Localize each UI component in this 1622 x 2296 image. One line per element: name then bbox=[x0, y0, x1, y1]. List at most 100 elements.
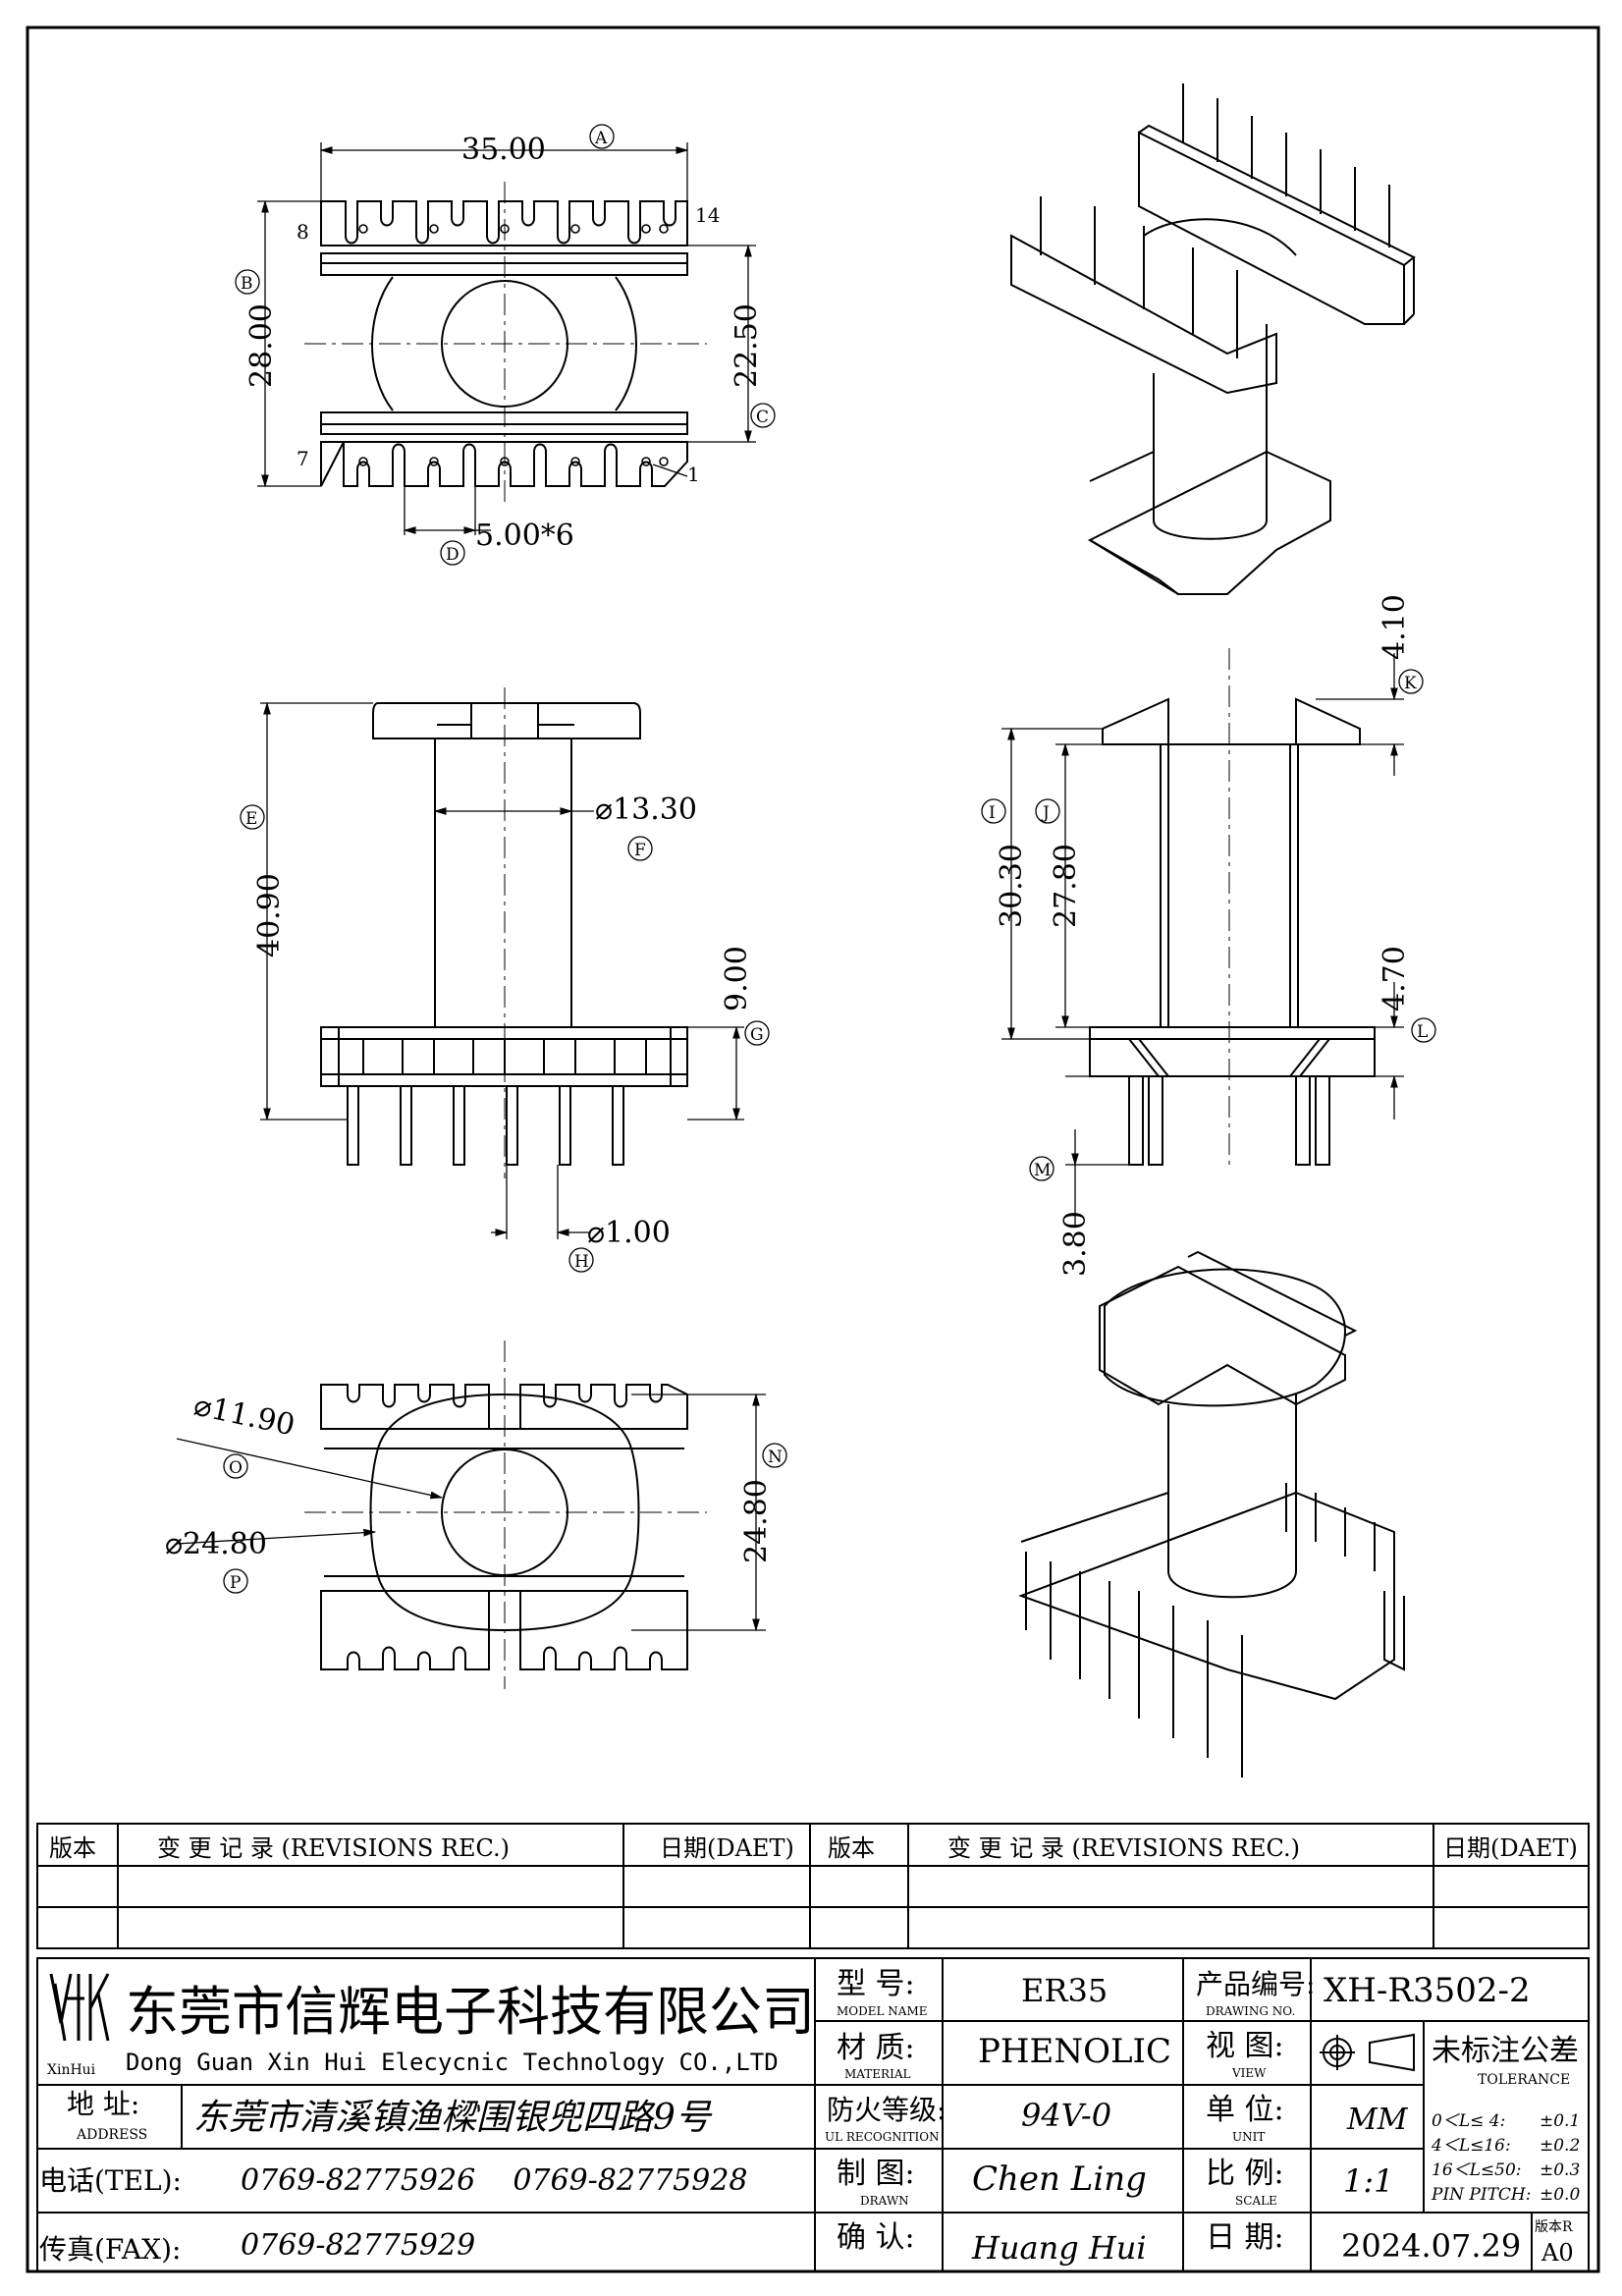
dim-L-value: 4.70 bbox=[1378, 946, 1412, 1011]
company-logo bbox=[49, 1973, 110, 2042]
drawing-no-label: 产品编号: bbox=[1196, 1968, 1315, 2000]
dim-B-value: 28.00 bbox=[244, 303, 279, 388]
dim-M-value: 3.80 bbox=[1058, 1211, 1093, 1277]
svg-text:O: O bbox=[229, 1458, 243, 1478]
address-value: 东莞市清溪镇渔樑围银兜四路9号 bbox=[193, 2098, 713, 2138]
dim-H-value: ⌀1.00 bbox=[587, 1216, 671, 1250]
pin-label-8: 8 bbox=[297, 220, 309, 244]
svg-text:G: G bbox=[750, 1025, 764, 1045]
top-comb-upper bbox=[320, 200, 688, 246]
tol-row-1-range: 0＜L≤ 4: bbox=[1432, 2111, 1505, 2131]
dim-O-value: ⌀11.90 bbox=[190, 1389, 297, 1444]
drawing-no-label-en: DRAWING NO. bbox=[1206, 2004, 1295, 2018]
svg-text:A: A bbox=[594, 129, 608, 148]
svg-text:D: D bbox=[446, 545, 460, 565]
version-label: 版本R bbox=[1535, 2219, 1573, 2235]
logo-text: XinHui bbox=[47, 2062, 96, 2078]
check-label: 确 认: bbox=[837, 2220, 915, 2255]
rev-version-header-right: 版本 bbox=[828, 1834, 875, 1862]
svg-text:J: J bbox=[1041, 803, 1050, 823]
rev-changes-header-left: 变 更 记 录 (REVISIONS REC.) bbox=[157, 1834, 510, 1862]
model-label-en: MODEL NAME bbox=[837, 2004, 928, 2018]
dim-E-value: 40.90 bbox=[252, 873, 287, 957]
tol-row-3-value: ±0.3 bbox=[1540, 2160, 1580, 2180]
tol-row-4-value: ±0.0 bbox=[1540, 2185, 1580, 2205]
svg-text:B: B bbox=[241, 274, 253, 294]
dim-F-value: ⌀13.30 bbox=[595, 793, 697, 827]
fire-value: 94V-0 bbox=[1021, 2097, 1111, 2134]
fax-label: 传真(FAX): bbox=[39, 2233, 181, 2266]
pin-label-7: 7 bbox=[297, 447, 309, 470]
isometric-view-bottom bbox=[1018, 1250, 1405, 1777]
svg-text:M: M bbox=[1034, 1161, 1051, 1180]
company-name-cn: 东莞市信辉电子科技有限公司 bbox=[126, 1981, 815, 2043]
tol-row-2-range: 4＜L≤16: bbox=[1431, 2136, 1511, 2156]
material-label: 材 质: bbox=[837, 2031, 915, 2065]
material-label-en: MATERIAL bbox=[844, 2067, 911, 2081]
svg-text:F: F bbox=[634, 841, 646, 860]
unit-label: 单 位: bbox=[1206, 2093, 1284, 2127]
svg-text:H: H bbox=[574, 1252, 589, 1272]
tolerance-label: 未标注公差 bbox=[1432, 2034, 1579, 2068]
dim-P-value: ⌀24.80 bbox=[165, 1527, 267, 1561]
tel-label: 电话(TEL): bbox=[39, 2164, 182, 2197]
address-label: 地 址: bbox=[67, 2088, 139, 2120]
scale-label: 比 例: bbox=[1206, 2157, 1284, 2191]
address-label-en: ADDRESS bbox=[76, 2127, 147, 2143]
tolerance-label-en: TOLERANCE bbox=[1478, 2072, 1570, 2088]
drawing-no-value: XH-R3502-2 bbox=[1324, 1971, 1531, 2010]
view-label: 视 图: bbox=[1206, 2029, 1284, 2063]
pin-label-14: 14 bbox=[695, 203, 720, 227]
drawn-label: 制 图: bbox=[837, 2157, 915, 2191]
title-block bbox=[36, 1957, 1590, 2272]
dim-K-value: 4.10 bbox=[1378, 594, 1412, 660]
dim-N-value: 24.80 bbox=[739, 1479, 774, 1563]
dim-G-value: 9.00 bbox=[720, 946, 754, 1011]
dim-A-value: 35.00 bbox=[461, 133, 546, 167]
svg-text:N: N bbox=[768, 1448, 783, 1467]
svg-text:C: C bbox=[756, 408, 769, 427]
revision-table bbox=[36, 1823, 1590, 1949]
tel-values: 0769-82775926 0769-82775928 bbox=[241, 2163, 748, 2198]
side-view bbox=[1089, 697, 1376, 1166]
material-value: PHENOLIC bbox=[978, 2032, 1171, 2071]
model-label: 型 号: bbox=[837, 1967, 915, 2001]
isometric-view-top bbox=[1010, 83, 1416, 595]
tol-row-1-value: ±0.1 bbox=[1540, 2111, 1580, 2131]
pin-label-1: 1 bbox=[687, 463, 700, 486]
fax-value: 0769-82775929 bbox=[241, 2228, 475, 2263]
dim-I-value: 30.30 bbox=[995, 844, 1029, 928]
rev-version-header-left: 版本 bbox=[49, 1834, 96, 1862]
dim-J-value: 27.80 bbox=[1049, 844, 1083, 928]
tol-row-3-range: 16＜L≤50: bbox=[1432, 2160, 1522, 2180]
view-label-en: VIEW bbox=[1231, 2066, 1267, 2080]
projection-symbol-icon bbox=[1320, 2033, 1415, 2072]
rev-changes-header-right: 变 更 记 录 (REVISIONS REC.) bbox=[947, 1834, 1300, 1862]
dim-C-value: 22.50 bbox=[730, 303, 764, 388]
svg-text:K: K bbox=[1404, 674, 1417, 693]
tol-row-2-value: ±0.2 bbox=[1540, 2136, 1580, 2156]
date-value: 2024.07.29 bbox=[1341, 2227, 1521, 2265]
scale-value: 1:1 bbox=[1343, 2162, 1394, 2200]
dim-D-value: 5.00*6 bbox=[475, 519, 574, 553]
model-value: ER35 bbox=[1021, 1972, 1108, 2009]
rev-date-header-left: 日期(DAET) bbox=[660, 1834, 794, 1862]
drawn-value: Chen Ling bbox=[972, 2159, 1147, 2199]
check-value: Huang Hui bbox=[971, 2229, 1147, 2267]
drawn-label-en: DRAWN bbox=[860, 2194, 909, 2208]
svg-text:I: I bbox=[989, 803, 996, 823]
svg-text:L: L bbox=[1417, 1022, 1428, 1042]
unit-value: MM bbox=[1346, 2103, 1409, 2137]
fire-label-en: UL RECOGNITION bbox=[825, 2130, 940, 2144]
unit-label-en: UNIT bbox=[1232, 2130, 1265, 2144]
version-value: A0 bbox=[1541, 2239, 1574, 2267]
tol-row-4-range: PIN PITCH: bbox=[1431, 2185, 1532, 2205]
fire-label: 防火等级: bbox=[827, 2094, 946, 2126]
rev-date-header-right: 日期(DAET) bbox=[1443, 1834, 1578, 1862]
date-label: 日 期: bbox=[1206, 2220, 1284, 2255]
company-name-en: Dong Guan Xin Hui Elecycnic Technology C… bbox=[126, 2049, 779, 2076]
svg-text:E: E bbox=[245, 809, 257, 829]
scale-label-en: SCALE bbox=[1235, 2194, 1277, 2208]
svg-text:P: P bbox=[230, 1573, 241, 1593]
